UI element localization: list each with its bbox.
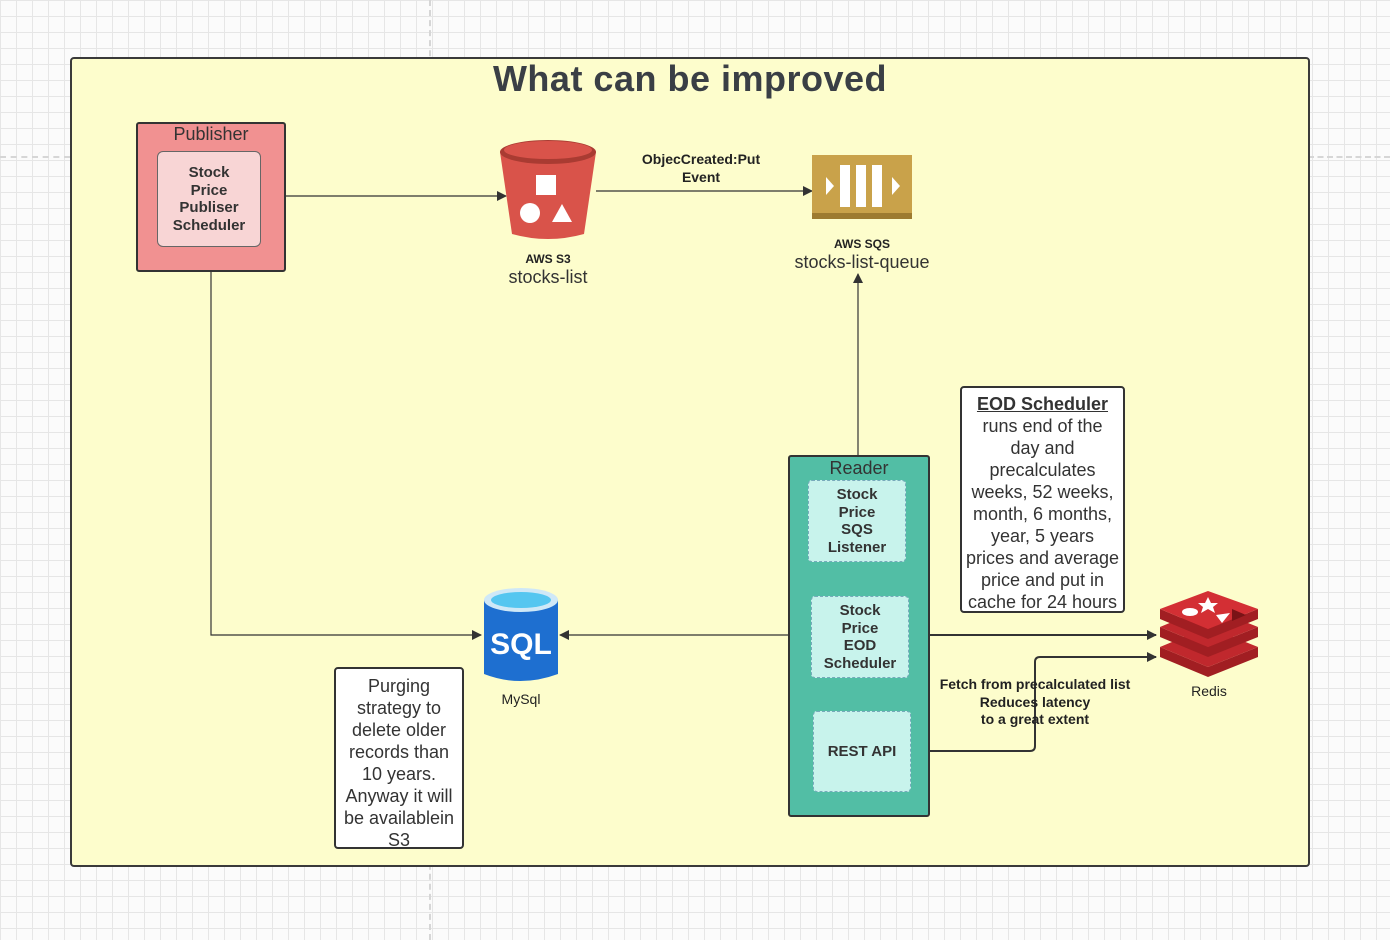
purging-strategy-note[interactable]: Purging strategy to delete older records… (334, 667, 464, 850)
rest-api-component[interactable]: REST API (813, 711, 911, 792)
page-guide-horizontal-right (1308, 156, 1390, 158)
fetch-edge-label: Fetch from precalculated list Reduces la… (939, 676, 1131, 727)
mysql-database-icon[interactable]: SQL (482, 586, 560, 688)
s3-bucket-icon[interactable] (498, 138, 598, 240)
sqs-queue-icon[interactable] (812, 155, 912, 221)
edge-publisher-to-mysql (210, 270, 482, 640)
page-guide-horizontal-left (0, 156, 70, 158)
stock-price-sqs-listener[interactable]: Stock Price SQS Listener (808, 480, 906, 562)
reader-label: Reader (829, 458, 889, 478)
mysql-label: MySql (501, 691, 541, 707)
edge-rest-to-redis (910, 652, 1157, 752)
s3-bucket-name: stocks-list (508, 267, 588, 287)
sqs-type-label: AWS SQS (833, 237, 890, 251)
sqs-listener-label: Stock Price SQS Listener (827, 486, 887, 556)
s3-event-label: ObjecCreated:Put Event (641, 151, 761, 185)
eod-scheduler-note[interactable]: EOD Scheduler runs end of the day and pr… (960, 386, 1125, 613)
eod-scheduler-label: Stock Price EOD Scheduler (823, 602, 897, 672)
eod-note-body: runs end of the day and precalculates we… (965, 416, 1120, 612)
stock-price-eod-scheduler[interactable]: Stock Price EOD Scheduler (811, 596, 909, 678)
rest-api-label: REST API (827, 742, 897, 760)
stock-price-publisher-scheduler[interactable]: Stock Price Publiser Scheduler (157, 151, 261, 247)
eod-note-heading: EOD Scheduler (976, 394, 1109, 414)
redis-label: Redis (1191, 683, 1227, 699)
sqs-queue-name: stocks-list-queue (794, 252, 930, 272)
publisher-label: Publisher (173, 124, 249, 144)
diagram-title[interactable]: What can be improved (492, 58, 888, 99)
publisher-scheduler-label: Stock Price Publiser Scheduler (172, 164, 246, 234)
mysql-icon-text: SQL (490, 628, 552, 661)
s3-type-label: AWS S3 (525, 252, 571, 266)
redis-icon[interactable] (1158, 591, 1260, 679)
